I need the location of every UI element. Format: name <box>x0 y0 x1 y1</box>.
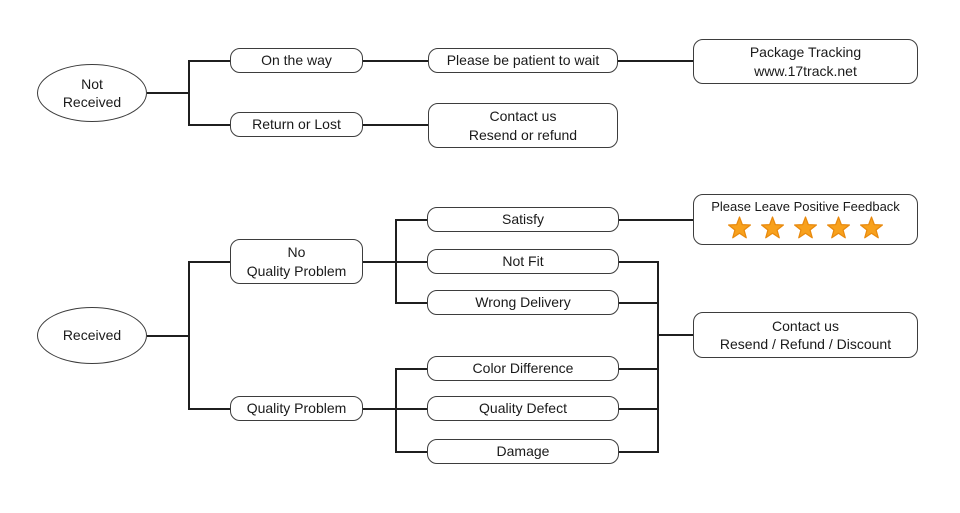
node-contact-resend-refund: Contact us Resend or refund <box>428 103 618 148</box>
node-label: Quality Problem <box>246 400 347 417</box>
connector-line <box>188 124 230 126</box>
connector-line <box>657 261 659 453</box>
connector-line <box>395 219 427 221</box>
connector-line <box>619 408 658 410</box>
connector-line <box>147 335 188 337</box>
star-icon <box>793 216 818 239</box>
node-label: Received <box>62 94 122 110</box>
node-label: Contact us <box>489 108 557 125</box>
star-icon <box>859 216 884 239</box>
node-label: Not Fit <box>502 253 544 270</box>
node-label: Resend / Refund / Discount <box>719 336 892 352</box>
node-damage: Damage <box>427 439 619 464</box>
node-label: Package Tracking <box>749 44 862 61</box>
star-icon <box>727 216 752 239</box>
connector-line <box>188 261 230 263</box>
node-quality-problem: Quality Problem <box>230 396 363 421</box>
node-satisfy: Satisfy <box>427 207 619 232</box>
connector-line <box>395 219 397 303</box>
node-on-the-way: On the way <box>230 48 363 73</box>
node-label: Quality Problem <box>246 262 347 279</box>
node-be-patient: Please be patient to wait <box>428 48 618 73</box>
connector-line <box>395 368 427 370</box>
node-label: Not <box>81 75 103 92</box>
node-no-quality-problem: No Quality Problem <box>230 239 363 284</box>
connector-line <box>395 302 427 304</box>
connector-line <box>363 124 428 126</box>
node-label: Please be patient to wait <box>446 52 600 69</box>
node-label: Color Difference <box>472 360 574 377</box>
node-label: Wrong Delivery <box>475 294 571 311</box>
node-color-difference: Color Difference <box>427 356 619 381</box>
five-star-rating <box>726 216 885 241</box>
node-not-received: Not Received <box>37 64 147 122</box>
connector-line <box>188 60 190 126</box>
node-package-tracking: Package Tracking www.17track.net <box>693 39 918 84</box>
connector-line <box>395 451 427 453</box>
node-label: Return or Lost <box>252 116 341 133</box>
connector-line <box>147 92 188 94</box>
connector-line <box>188 261 190 409</box>
connector-line <box>619 368 658 370</box>
node-positive-feedback: Please Leave Positive Feedback <box>693 194 918 245</box>
connector-line <box>619 261 658 263</box>
node-label: Damage <box>496 443 550 460</box>
node-label: Quality Defect <box>479 400 567 417</box>
connector-line <box>395 368 397 452</box>
node-label: On the way <box>261 52 332 69</box>
connector-line <box>619 451 658 453</box>
node-label: Received <box>62 327 122 344</box>
feedback-title: Please Leave Positive Feedback <box>711 198 900 214</box>
node-label: No <box>287 244 306 261</box>
connector-line <box>619 219 693 221</box>
connector-line <box>188 60 230 62</box>
connector-line <box>619 302 658 304</box>
node-label: Resend or refund <box>468 126 578 143</box>
node-received: Received <box>37 307 147 364</box>
star-icon <box>826 216 851 239</box>
node-contact-resend-refund-discount: Contact us Resend / Refund / Discount <box>693 312 918 358</box>
node-quality-defect: Quality Defect <box>427 396 619 421</box>
connector-line <box>363 60 428 62</box>
node-label: Satisfy <box>501 211 544 228</box>
connector-line <box>618 60 693 62</box>
node-label: Contact us <box>772 317 839 334</box>
star-icon <box>760 216 785 239</box>
connector-line <box>657 334 693 336</box>
connector-line <box>188 408 230 410</box>
node-not-fit: Not Fit <box>427 249 619 274</box>
node-return-or-lost: Return or Lost <box>230 112 363 137</box>
node-wrong-delivery: Wrong Delivery <box>427 290 619 315</box>
tracking-url: www.17track.net <box>754 62 857 79</box>
